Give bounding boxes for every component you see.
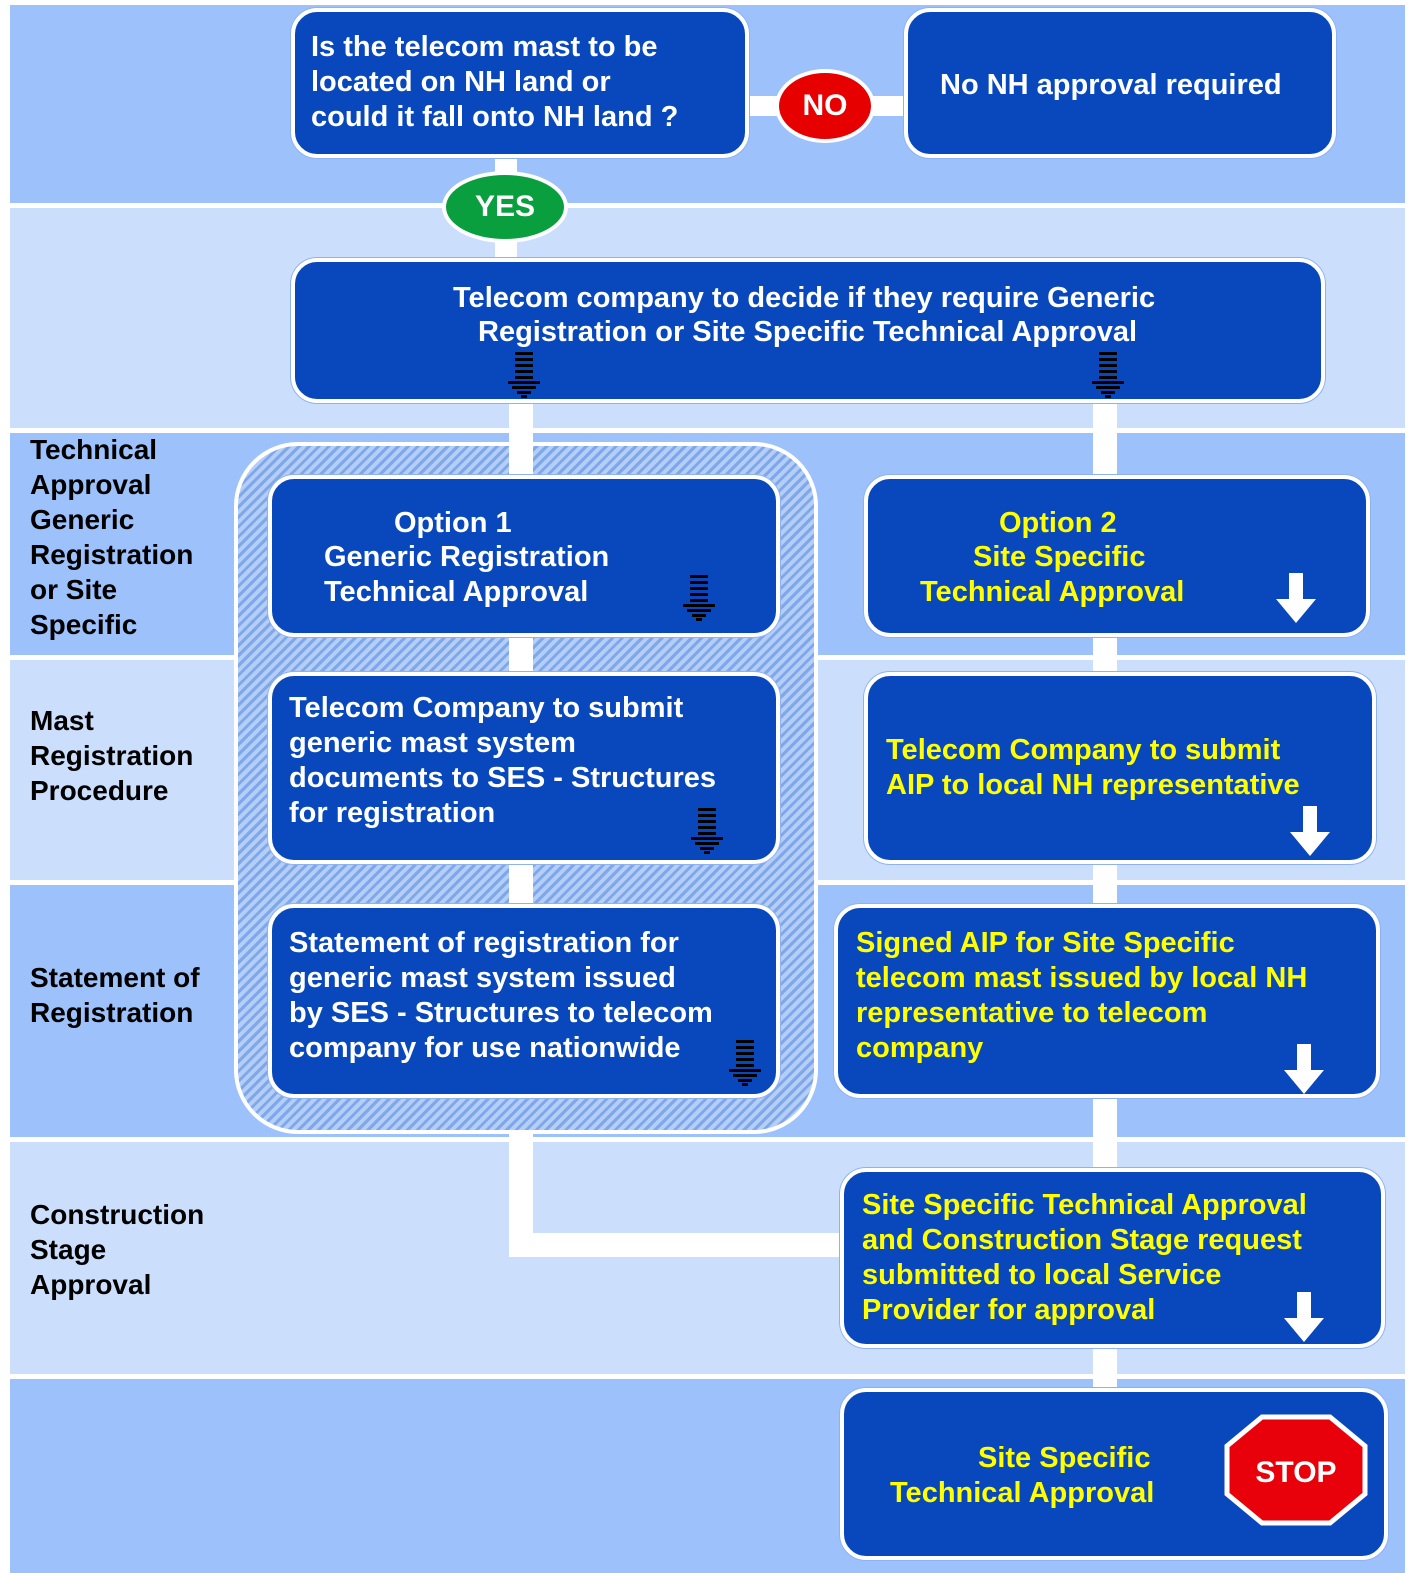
option2-signed-line: telecom mast issued by local NH <box>856 962 1308 994</box>
final-approval-line: Technical Approval <box>890 1477 1155 1509</box>
option1-submit-line: generic mast system <box>289 727 576 759</box>
question-line: could it fall onto NH land ? <box>311 101 679 133</box>
decide-line: Registration or Site Specific Technical … <box>478 316 1138 348</box>
option2-signed-line: representative to telecom <box>856 997 1208 1029</box>
option1-submit-box: Telecom Company to submit generic mast s… <box>268 672 780 864</box>
connector-option2-construction <box>1093 1090 1117 1174</box>
question-box: Is the telecom mast to be located on NH … <box>291 8 749 158</box>
decide-box: Telecom company to decide if they requir… <box>291 258 1325 403</box>
option2-construction-box: Site Specific Technical Approval and Con… <box>840 1168 1385 1348</box>
final-approval-line: Site Specific <box>978 1442 1151 1474</box>
stop-label: STOP <box>1255 1456 1336 1489</box>
white-down-arrow-icon <box>1290 806 1330 856</box>
option2-signed-line: Signed AIP for Site Specific <box>856 927 1235 959</box>
decide-line: Telecom company to decide if they requir… <box>453 282 1156 314</box>
no-approval-text: No NH approval required <box>940 69 1282 101</box>
no-approval-box: No NH approval required <box>904 8 1336 158</box>
option1-title-line: Technical Approval <box>324 576 589 608</box>
connector-option1-submit <box>509 632 533 678</box>
option2-construction-line: and Construction Stage request <box>862 1224 1302 1256</box>
option1-statement-line: generic mast system issued <box>289 962 676 994</box>
question-line: Is the telecom mast to be <box>311 31 658 63</box>
final-approval-box: Site Specific Technical Approval STOP <box>840 1388 1388 1560</box>
option1-statement-line: Statement of registration for <box>289 927 679 959</box>
white-down-arrow-icon <box>1276 573 1316 623</box>
option1-statement-line: by SES - Structures to telecom <box>289 997 713 1029</box>
striped-down-arrow-icon <box>508 352 540 398</box>
connector-option1-statement <box>509 858 533 910</box>
connector-construction-final <box>1093 1340 1117 1396</box>
yes-label: YES <box>474 190 536 223</box>
striped-down-arrow-icon <box>691 808 723 854</box>
option2-title-line: Technical Approval <box>920 576 1185 608</box>
option2-construction-line: Site Specific Technical Approval <box>862 1189 1307 1221</box>
connector-option2-submit <box>1093 632 1117 678</box>
stop-sign-icon: STOP <box>1224 1414 1368 1526</box>
no-badge: NO <box>775 69 875 143</box>
option2-construction-line: submitted to local Service <box>862 1259 1222 1291</box>
no-label: NO <box>802 89 848 122</box>
option2-title-line: Option 2 <box>999 507 1117 539</box>
connector-option1-horizontal <box>509 1233 845 1257</box>
option2-submit-line: Telecom Company to submit <box>886 734 1281 766</box>
option2-submit-line: AIP to local NH representative <box>886 769 1300 801</box>
option1-statement-box: Statement of registration for generic ma… <box>268 904 780 1098</box>
connector-decide-option1 <box>509 398 533 482</box>
option1-submit-line: Telecom Company to submit <box>289 692 684 724</box>
option1-title-line: Generic Registration <box>324 541 610 573</box>
option2-title-box: Option 2 Site Specific Technical Approva… <box>864 475 1370 637</box>
option1-title-line: Option 1 <box>394 507 512 539</box>
option2-signed-line: company <box>856 1032 984 1064</box>
white-down-arrow-icon <box>1284 1044 1324 1094</box>
yes-badge: YES <box>442 171 568 243</box>
option2-construction-line: Provider for approval <box>862 1294 1156 1326</box>
striped-down-arrow-icon <box>1092 352 1124 398</box>
option2-title-line: Site Specific <box>973 541 1146 573</box>
connector-decide-option2 <box>1093 398 1117 478</box>
striped-down-arrow-icon <box>729 1040 761 1086</box>
option1-statement-line: company for use nationwide <box>289 1032 681 1064</box>
striped-down-arrow-icon <box>683 575 715 621</box>
question-line: located on NH land or <box>311 66 611 98</box>
option2-signed-box: Signed AIP for Site Specific telecom mas… <box>834 904 1380 1098</box>
option1-submit-line: documents to SES - Structures <box>289 762 717 794</box>
option1-submit-line: for registration <box>289 797 496 829</box>
option2-submit-box: Telecom Company to submit AIP to local N… <box>864 672 1376 864</box>
connector-option2-signed <box>1093 858 1117 910</box>
option1-title-box: Option 1 Generic Registration Technical … <box>268 475 780 637</box>
white-down-arrow-icon <box>1284 1292 1324 1342</box>
